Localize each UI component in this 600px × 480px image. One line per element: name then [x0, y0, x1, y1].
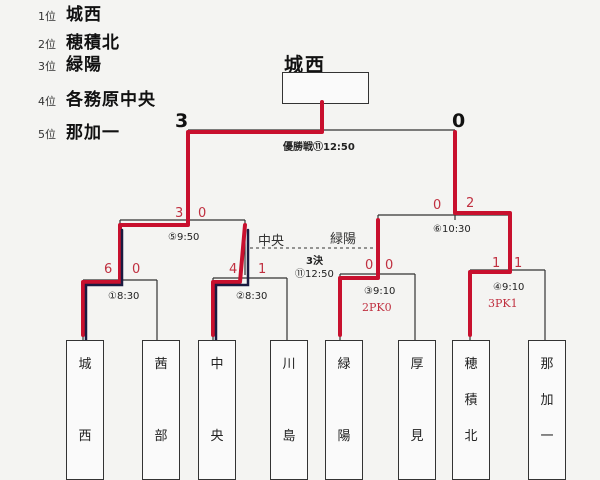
final-score-left: 3 — [175, 110, 189, 132]
rank-label: 1位 — [38, 10, 56, 23]
team-char: 茜 — [154, 357, 168, 372]
team-char: 加 — [540, 393, 554, 408]
match-1-label: ①8:30 — [108, 291, 140, 302]
team-char: 見 — [410, 429, 424, 444]
team-box-kawashima: 川島 — [270, 340, 308, 480]
match-3-pk-note: 2PK0 — [362, 301, 392, 314]
team-box-akanabe: 茜部 — [142, 340, 180, 480]
third-place-label: 3決 — [306, 256, 323, 267]
team-box-josai: 城西 — [66, 340, 104, 480]
team-char: 川 — [282, 357, 296, 372]
team-box-naka-ichi: 那加一 — [528, 340, 566, 480]
rank-label: 4位 — [38, 95, 56, 108]
rank-label: 5位 — [38, 128, 56, 141]
third-place-team-right: 緑陽 — [330, 232, 357, 247]
rank-label: 3位 — [38, 60, 56, 73]
match-5-label: ⑤9:50 — [168, 232, 200, 243]
match-3-score-right: 0 — [385, 258, 394, 273]
third-place-team-left: 中央 — [258, 234, 285, 249]
ranking-4: 4位各務原中央 — [38, 85, 156, 110]
team-box-hozumi-kita: 穂積北 — [452, 340, 490, 480]
bracket-sheet: 1位城西 2位穂積北 3位緑陽 4位各務原中央 5位那加一 城西 — [38, 0, 566, 480]
match-4-pk-note: 3PK1 — [488, 297, 518, 310]
match-6-score-left: 0 — [433, 198, 442, 213]
team-char: 部 — [154, 429, 168, 444]
rank-label: 2位 — [38, 38, 56, 51]
champion-box — [282, 72, 369, 104]
team-char: 島 — [282, 429, 296, 444]
team-char: 央 — [210, 429, 224, 444]
rank-team: 城西 — [66, 5, 102, 25]
team-char: 城 — [78, 357, 92, 372]
team-char: 穂 — [464, 357, 478, 372]
champion-name: 城西 — [284, 54, 327, 76]
match-3-label: ③9:10 — [364, 286, 396, 297]
match-2-score-right: 1 — [258, 262, 267, 277]
third-place-time: ⑪12:50 — [295, 269, 334, 280]
ranking-3: 3位緑陽 — [38, 50, 102, 75]
match-1-score-left: 6 — [104, 262, 113, 277]
team-char: 西 — [78, 429, 92, 444]
team-char: 厚 — [410, 357, 424, 372]
ranking-1: 1位城西 — [38, 0, 102, 25]
rank-team: 緑陽 — [66, 55, 102, 75]
rank-team: 各務原中央 — [66, 90, 156, 110]
match-6-score-right: 2 — [466, 196, 475, 211]
team-char: 陽 — [337, 429, 351, 444]
match-1-score-right: 0 — [132, 262, 141, 277]
team-char: 緑 — [337, 357, 351, 372]
match-3-score-left: 0 — [365, 258, 374, 273]
match-5-score-right: 0 — [198, 206, 207, 221]
team-char: 北 — [464, 429, 478, 444]
team-char: 積 — [464, 393, 478, 408]
team-char: 中 — [210, 357, 224, 372]
match-4-score-left: 1 — [492, 256, 501, 271]
rank-team: 那加一 — [66, 123, 120, 143]
team-box-chuo: 中央 — [198, 340, 236, 480]
match-6-label: ⑥10:30 — [433, 224, 471, 235]
match-2-label: ②8:30 — [236, 291, 268, 302]
team-box-atsumi: 厚見 — [398, 340, 436, 480]
final-label: 優勝戦⑪12:50 — [283, 142, 355, 153]
match-2-score-left: 4 — [229, 262, 238, 277]
team-box-ryokuyo: 緑陽 — [325, 340, 363, 480]
ranking-5: 5位那加一 — [38, 118, 120, 143]
final-score-right: 0 — [452, 110, 466, 132]
match-4-label: ④9:10 — [493, 282, 525, 293]
ranking-2: 2位穂積北 — [38, 28, 120, 53]
bracket-lines — [81, 100, 546, 342]
team-char: 一 — [540, 429, 554, 444]
rank-team: 穂積北 — [66, 33, 120, 53]
match-4-score-right: 1 — [514, 256, 523, 271]
match-5-score-left: 3 — [175, 206, 184, 221]
team-char: 那 — [540, 357, 554, 372]
